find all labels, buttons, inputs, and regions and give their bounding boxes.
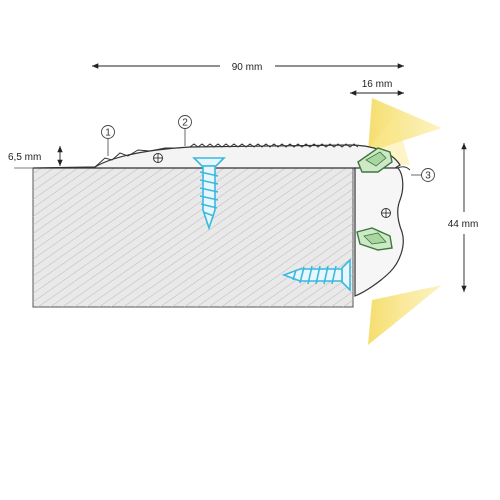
callout-3-label: 3 xyxy=(425,171,431,182)
screw-icon xyxy=(192,157,226,231)
crosshair-hole-icon xyxy=(381,208,391,218)
dimension-label-90mm: 90 mm xyxy=(232,62,263,73)
led-light-beam-bottom xyxy=(368,285,442,345)
callout-2-label: 2 xyxy=(182,118,188,129)
crosshair-hole-icon xyxy=(153,153,163,163)
callout-3: 3 xyxy=(411,168,435,182)
callout-1: 1 xyxy=(101,125,115,156)
dimension-label-6-5mm: 6,5 mm xyxy=(8,152,41,163)
dimension-label-16mm: 16 mm xyxy=(362,79,393,90)
nosing-serrated-surface xyxy=(189,143,359,148)
callout-2: 2 xyxy=(178,115,192,146)
screw-icon xyxy=(281,258,351,292)
dimension-label-44mm: 44 mm xyxy=(448,219,479,230)
callout-1-label: 1 xyxy=(105,128,111,139)
